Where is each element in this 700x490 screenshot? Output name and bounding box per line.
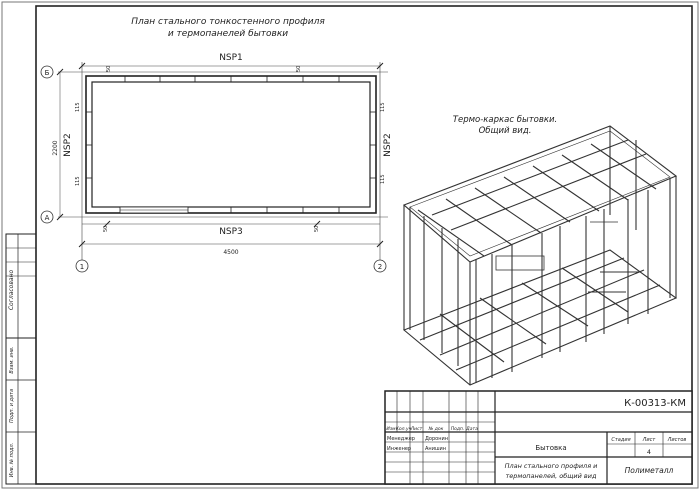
frame-title-line2: Общий вид. (479, 126, 532, 136)
plan-view: План стального тонкостенного профиля и т… (40, 17, 393, 273)
frame-3d-members (402, 125, 678, 386)
dim-ticks (56, 62, 384, 248)
col-kolуch: Кол.уч (396, 426, 412, 432)
axis-label-b: Б (45, 69, 50, 77)
side-strip-agreed: Согласовано (8, 270, 15, 311)
plan-label-right: NSP2 (383, 133, 393, 157)
side-strip-podp-data: Подп. и дата (9, 389, 15, 423)
dim-115-left-bottom: 115 (75, 176, 81, 186)
frame-3d-view: Термо-каркас бытовки. Общий вид. (402, 115, 678, 386)
col-list2: Лист (642, 437, 657, 443)
side-strip-vzam-inv: Взам. инв. (9, 346, 15, 373)
plan-title-line2: и термопанелей бытовки (168, 29, 288, 39)
side-strip-frame (5, 233, 37, 485)
col-izm: Изм (386, 426, 396, 432)
dim-115-right-bottom: 115 (380, 174, 386, 184)
title-block: К-00313-КМ Изм Кол.уч Лист № док Подп. Д… (384, 390, 693, 485)
axis-label-2: 2 (378, 263, 382, 271)
name-manager: Доронин (425, 436, 448, 442)
doc-code: К-00313-КМ (624, 398, 686, 409)
axis-label-a: А (45, 214, 50, 222)
plan-panel-joints (86, 76, 376, 213)
dim-50-bottom-right: 50 (314, 226, 320, 232)
dim-50-top-right: 50 (296, 66, 302, 72)
side-strip-inv-podl: Инв. № подл. (9, 443, 15, 478)
sheet-number: 4 (647, 448, 651, 456)
sheet-title-line2: термопанелей, общий вид (506, 472, 597, 480)
axis-label-1: 1 (80, 263, 84, 271)
plan-label-bottom: NSP3 (219, 227, 243, 237)
role-manager: Менеджер (387, 436, 415, 442)
role-engineer: Инженер (387, 446, 411, 452)
col-ndok: № док (428, 426, 444, 432)
plan-wall-outer (85, 75, 377, 214)
dim-50-top-left: 50 (106, 66, 112, 72)
axis-bubble-a (40, 210, 54, 224)
dim-width-text: 4500 (223, 249, 238, 256)
col-data: Дата (465, 426, 478, 432)
dim-50-bottom-left: 50 (103, 226, 109, 232)
col-stadiya: Стадия (611, 437, 630, 443)
plan-wall-inner (91, 81, 371, 208)
col-podp: Подп. (451, 426, 465, 432)
plan-title-line1: План стального тонкостенного профиля (131, 17, 325, 27)
axis-bubble-b (40, 65, 54, 79)
name-engineer: Анишин (425, 446, 446, 452)
col-listov: Листов (667, 437, 687, 443)
plan-label-top: NSP1 (219, 53, 243, 63)
col-list: Лист (410, 426, 423, 432)
company-name: Полиметалл (625, 466, 674, 475)
plan-label-left: NSP2 (63, 133, 73, 157)
object-name: Бытовка (535, 444, 566, 452)
sheet-title-line1: План стального профиля и (505, 462, 598, 470)
axis-bubble-1 (75, 259, 89, 273)
side-strip: Согласовано Взам. инв. Подп. и дата Инв.… (5, 233, 37, 485)
title-block-grid (385, 391, 692, 484)
dim-115-right-top: 115 (380, 102, 386, 112)
axis-bubble-2 (373, 259, 387, 273)
dim-115-left-top: 115 (75, 102, 81, 112)
dim-height-text: 2200 (52, 140, 59, 155)
title-block-frame (384, 390, 693, 485)
frame-title-line1: Термо-каркас бытовки. (453, 115, 557, 125)
